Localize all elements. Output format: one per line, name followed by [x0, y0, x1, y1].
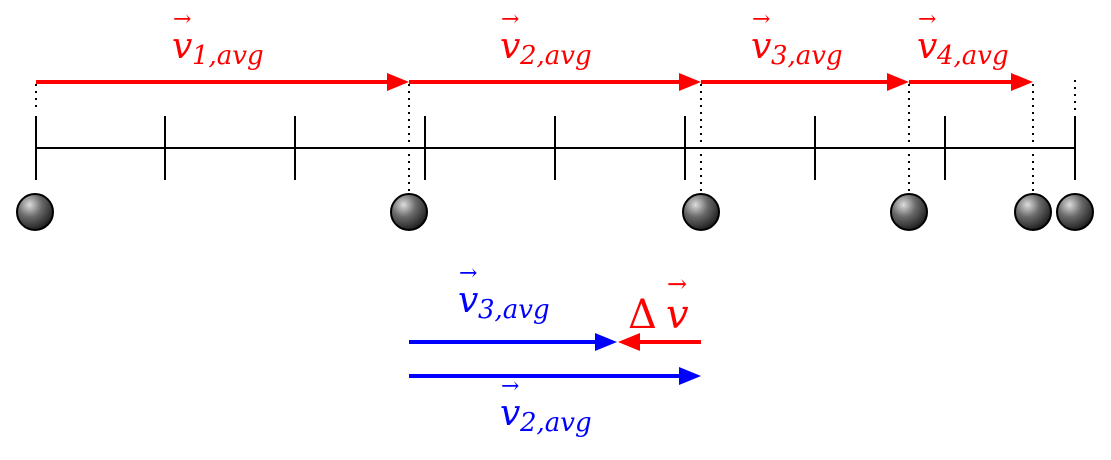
- svg-text:v: v: [458, 280, 478, 321]
- top-arrows: [36, 73, 1033, 91]
- arrowhead: [387, 73, 409, 91]
- svg-text:1,avg: 1,avg: [192, 41, 264, 71]
- ball-icon: [682, 193, 720, 231]
- svg-text:Δ: Δ: [628, 292, 657, 338]
- ball-icon: [1056, 193, 1094, 231]
- arrowhead: [887, 73, 909, 91]
- vector-subtraction: [409, 333, 701, 385]
- ball-icon: [1014, 193, 1052, 231]
- balls: [16, 193, 1094, 231]
- arrowhead: [618, 333, 640, 351]
- top-labels: v → 1,avg v → 2,avg v → 3,avg v → 4,avg: [172, 7, 1009, 71]
- svg-text:→: →: [501, 374, 519, 399]
- ball-icon: [390, 193, 428, 231]
- arrowhead: [679, 73, 701, 91]
- v3-avg-label: v → 3,avg: [751, 7, 843, 71]
- v2-avg-label: v → 2,avg: [500, 7, 592, 71]
- svg-text:→: →: [459, 261, 477, 286]
- arrowhead: [679, 367, 701, 385]
- svg-text:2,avg: 2,avg: [519, 408, 592, 438]
- svg-text:→: →: [501, 7, 519, 32]
- svg-text:v: v: [500, 26, 520, 67]
- svg-text:4,avg: 4,avg: [936, 41, 1009, 71]
- svg-text:→: →: [918, 7, 936, 32]
- svg-text:v: v: [917, 26, 937, 67]
- ball-icon: [890, 193, 928, 231]
- svg-text:v: v: [500, 393, 520, 434]
- arrowhead: [1011, 73, 1033, 91]
- ball-icon: [16, 193, 54, 231]
- delta-v-label: Δ v →: [628, 270, 689, 338]
- svg-text:3,avg: 3,avg: [478, 295, 550, 325]
- svg-text:2,avg: 2,avg: [519, 41, 592, 71]
- svg-text:v: v: [172, 26, 192, 67]
- svg-text:3,avg: 3,avg: [771, 41, 843, 71]
- number-line: [35, 116, 1076, 180]
- v1-avg-label: v → 1,avg: [172, 7, 264, 71]
- svg-text:→: →: [173, 7, 191, 32]
- svg-text:→: →: [752, 7, 770, 32]
- v3-avg-bottom-label: v → 3,avg: [458, 261, 550, 325]
- svg-text:v: v: [666, 292, 689, 338]
- svg-text:→: →: [667, 270, 687, 298]
- position-markers: [35, 80, 1076, 196]
- v2-avg-bottom-label: v → 2,avg: [500, 374, 592, 438]
- arrowhead: [595, 333, 617, 351]
- v4-avg-label: v → 4,avg: [917, 7, 1009, 71]
- svg-text:v: v: [751, 26, 771, 67]
